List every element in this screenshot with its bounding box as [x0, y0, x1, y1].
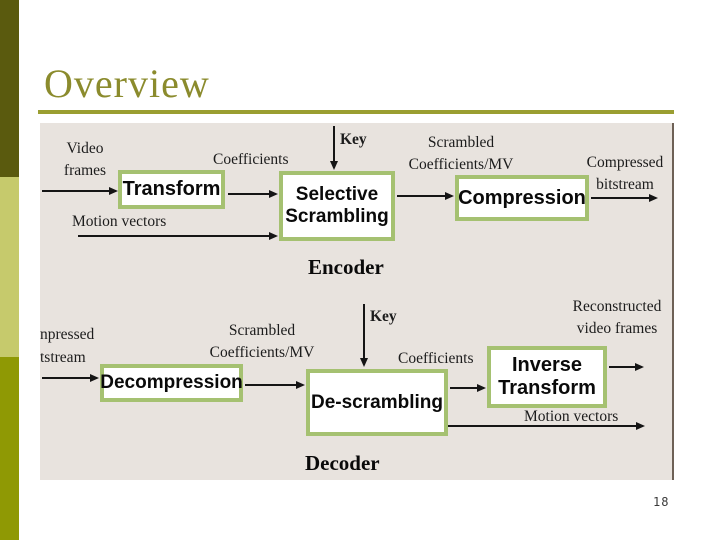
arrow-video-frames-to-transform: [42, 190, 116, 192]
sidebar-bar-olive: [0, 357, 19, 540]
clipped-bitstream-line1: npressed: [40, 326, 95, 343]
video-frames-label: Video frames: [56, 138, 114, 181]
arrow-compression-to-bitstream: [591, 197, 656, 199]
decoder-section-label: Decoder: [305, 451, 380, 475]
video-frames-line2: frames: [63, 161, 107, 179]
compressed-bitstream-label-encoder: Compressed bitstream: [578, 152, 672, 195]
arrow-motion-vectors-to-selective-scrambling: [78, 235, 276, 237]
video-frames-line1: Video: [66, 140, 104, 157]
arrow-bitstream-to-decompression: [42, 377, 97, 379]
decompression-box: Decompression: [100, 364, 243, 402]
key-label-decoder: Key: [370, 308, 397, 325]
motion-vectors-label-decoder: Motion vectors: [524, 408, 619, 425]
transform-box: Transform: [118, 170, 225, 209]
arrow-key-to-descrambling: [363, 304, 365, 365]
scrambled-coefficients-label-encoder: Scrambled Coefficients/MV: [396, 132, 526, 175]
title-underline: [38, 110, 674, 114]
sidebar-bar-light: [0, 177, 19, 357]
reconstructed-line1: Reconstructed: [572, 298, 662, 315]
arrow-decompression-to-descrambling: [245, 384, 303, 386]
reconstructed-line2: video frames: [576, 319, 658, 337]
sidebar-bar-dark: [0, 0, 19, 177]
compression-box: Compression: [455, 175, 589, 221]
compressed-enc-line1: Compressed: [586, 154, 664, 171]
key-label-encoder: Key: [340, 131, 367, 148]
scrambled-coefficients-label-decoder: Scrambled Coefficients/MV: [207, 320, 317, 363]
coefficients-label-encoder: Coefficients: [213, 151, 289, 168]
encoder-section-label: Encoder: [308, 255, 384, 279]
inverse-transform-box: Inverse Transform: [487, 346, 607, 408]
arrow-selective-scrambling-to-compression: [397, 195, 452, 197]
selective-scrambling-box: Selective Scrambling: [279, 171, 395, 241]
motion-vectors-label-encoder: Motion vectors: [72, 213, 167, 230]
arrow-descrambling-motion-vectors-out: [448, 425, 643, 427]
descrambling-box: De-scrambling: [306, 369, 448, 436]
scrambled-dec-line1: Scrambled: [228, 322, 296, 339]
scrambled-enc-line2: Coefficients/MV: [408, 155, 514, 173]
compressed-enc-line2: bitstream: [596, 175, 654, 193]
page-number: 18: [653, 495, 670, 509]
arrow-descrambling-to-inverse-transform: [450, 387, 484, 389]
coefficients-label-decoder: Coefficients: [398, 350, 474, 367]
scrambled-enc-line1: Scrambled: [427, 134, 495, 151]
slide-title: Overview: [44, 61, 210, 106]
arrow-inverse-transform-to-video-frames: [609, 366, 642, 368]
clipped-compressed-bitstream-label: npressed tstream: [40, 323, 94, 370]
arrow-transform-to-selective-scrambling: [228, 193, 276, 195]
arrow-key-to-selective-scrambling: [333, 126, 335, 168]
scrambled-dec-line2: Coefficients/MV: [209, 343, 315, 361]
clipped-bitstream-line2: tstream: [40, 349, 86, 367]
reconstructed-video-frames-label: Reconstructed video frames: [561, 296, 673, 339]
